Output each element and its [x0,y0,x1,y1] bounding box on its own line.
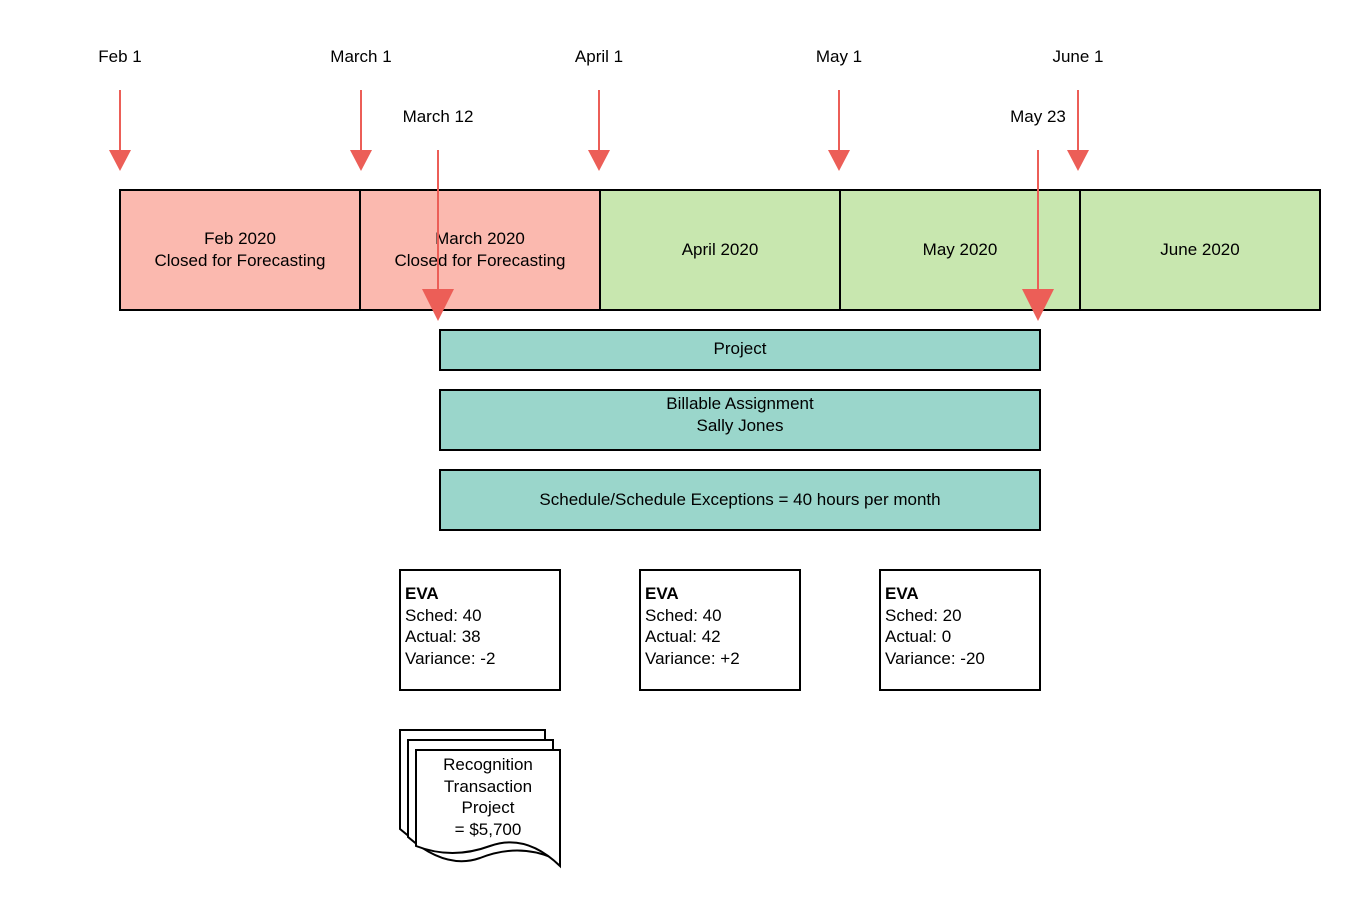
eva-box-may: EVA Sched: 20 Actual: 0 Variance: -20 [879,569,1041,691]
recognition-document-stack [399,729,561,869]
feb-1-arrow-head [109,150,131,171]
eva-title: EVA [645,584,679,603]
recognition-line-2: Transaction [443,776,533,796]
month-march-2020-cell [359,189,601,311]
eva-title: EVA [885,584,919,603]
month-may-2020-cell [839,189,1081,311]
project-bar: Project [439,329,1041,371]
range-label-may-23: May 23 [1010,107,1066,126]
month-april-2020-cell [599,189,841,311]
month-name: March 2020 [435,229,525,248]
date-label-march-1: March 1 [330,47,392,66]
eva-variance: Variance: -2 [405,649,496,669]
eva-sched: Sched: 40 [405,605,482,625]
project-bar-label: Project [713,339,767,358]
month-name: May 2020 [922,240,998,259]
eva-actual: Actual: 38 [405,627,481,647]
march-1-arrow-head [350,150,372,171]
eva-actual: Actual: 42 [645,627,721,647]
eva-title: EVA [405,584,439,603]
month-june-2020: June 2020 [1080,190,1320,310]
recognition-line-3: Project [461,798,515,818]
eva-sched: Sched: 20 [885,605,962,625]
date-label-may-1: May 1 [815,47,863,66]
document-front [415,749,561,869]
billable-assignment-bar: Billable Assignment Sally Jones [439,389,1041,451]
june-1-arrow-head [1067,150,1089,171]
month-status: Closed for Forecasting [154,251,326,270]
eva-sched: Sched: 40 [645,605,722,625]
recognition-transaction-text: Recognition Transaction Project = $5,700 [416,754,560,841]
recognition-line-1: Recognition [443,755,533,774]
eva-variance: Variance: -20 [885,649,985,669]
month-name: June 2020 [1160,240,1240,259]
month-feb-2020: Feb 2020 Closed for Forecasting [120,190,360,310]
date-label-april-1: April 1 [574,47,624,66]
range-label-march-12: March 12 [402,107,474,126]
date-label-june-1: June 1 [1052,47,1104,66]
date-arrows [109,90,1089,171]
month-may-2020: May 2020 [840,190,1080,310]
eva-box-march: EVA Sched: 40 Actual: 38 Variance: -2 [399,569,561,691]
month-timeline [119,189,1321,311]
april-1-arrow-head [588,150,610,171]
eva-variance: Variance: +2 [645,649,740,669]
schedule-bar: Schedule/Schedule Exceptions = 40 hours … [439,469,1041,531]
may-23-arrow-head [1022,289,1054,321]
assignment-title: Billable Assignment [666,394,814,413]
eva-box-april: EVA Sched: 40 Actual: 42 Variance: +2 [639,569,801,691]
march-12-arrow-head [422,289,454,321]
date-label-feb-1: Feb 1 [98,47,142,66]
month-name: April 2020 [681,240,759,259]
recognition-amount: = $5,700 [454,820,522,840]
schedule-bar-label: Schedule/Schedule Exceptions = 40 hours … [539,490,941,509]
may-1-arrow-head [828,150,850,171]
assignment-resource: Sally Jones [696,416,784,435]
month-april-2020: April 2020 [600,190,840,310]
eva-actual: Actual: 0 [885,627,952,647]
month-june-2020-cell [1079,189,1321,311]
month-name: Feb 2020 [204,229,276,248]
